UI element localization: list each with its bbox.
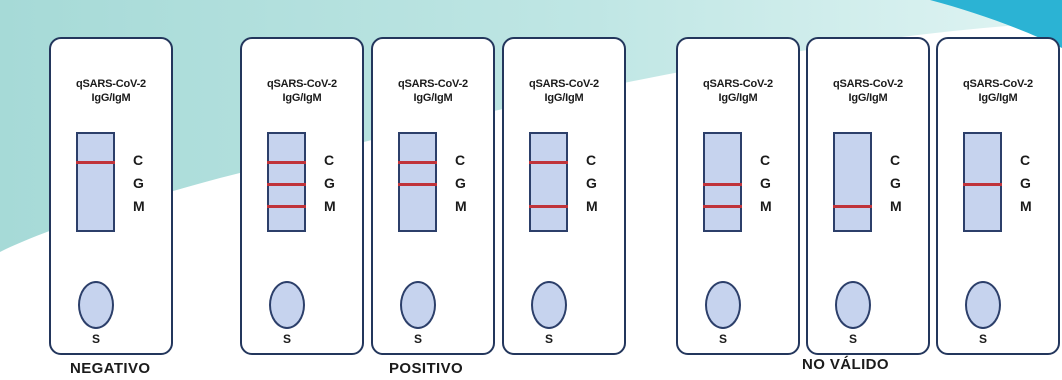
label-g: G [760, 175, 771, 191]
label-c: C [324, 152, 335, 168]
igg-line [963, 183, 1002, 186]
label-c: C [890, 152, 901, 168]
igm-line [529, 205, 568, 208]
label-s: S [848, 332, 857, 346]
result-window [76, 132, 115, 232]
label-m: M [455, 198, 467, 214]
sample-well [78, 281, 114, 329]
igm-line [833, 205, 872, 208]
label-s: S [544, 332, 553, 346]
corner-accent [930, 0, 1062, 48]
label-c: C [1020, 152, 1031, 168]
control-line [529, 161, 568, 164]
label-g: G [324, 175, 335, 191]
label-s: S [978, 332, 987, 346]
sample-well [531, 281, 567, 329]
test-cassette-invalid-igg: qSARS-CoV-2 IgG/IgM C G M S [936, 37, 1060, 355]
control-line [398, 161, 437, 164]
igm-line [703, 205, 742, 208]
label-g: G [455, 175, 466, 191]
label-m: M [586, 198, 598, 214]
test-cassette-invalid-igm: qSARS-CoV-2 IgG/IgM C G M S [806, 37, 930, 355]
label-c: C [586, 152, 597, 168]
cassette-product-name: qSARS-CoV-2 IgG/IgM [76, 78, 146, 104]
sample-well [269, 281, 305, 329]
cassette-product-name: qSARS-CoV-2 IgG/IgM [267, 78, 337, 104]
label-m: M [1020, 198, 1032, 214]
test-cassette-invalid-igg-igm: qSARS-CoV-2 IgG/IgM C G M S [676, 37, 800, 355]
igg-line [703, 183, 742, 186]
result-window [529, 132, 568, 232]
caption-no-valido: NO VÁLIDO [802, 356, 889, 373]
sample-well [965, 281, 1001, 329]
cassette-product-name: qSARS-CoV-2 IgG/IgM [529, 78, 599, 104]
test-cassette-negative: qSARS-CoV-2 IgG/IgM C G M S [49, 37, 173, 355]
label-c: C [760, 152, 771, 168]
cassette-product-name: qSARS-CoV-2 IgG/IgM [703, 78, 773, 104]
label-m: M [324, 198, 336, 214]
label-g: G [586, 175, 597, 191]
label-c: C [133, 152, 144, 168]
caption-negativo: NEGATIVO [70, 360, 151, 377]
label-s: S [718, 332, 727, 346]
result-window [267, 132, 306, 232]
test-cassette-positive-igm: qSARS-CoV-2 IgG/IgM C G M S [502, 37, 626, 355]
label-c: C [455, 152, 466, 168]
label-g: G [133, 175, 144, 191]
result-window [398, 132, 437, 232]
label-m: M [133, 198, 145, 214]
cassette-product-name: qSARS-CoV-2 IgG/IgM [833, 78, 903, 104]
result-window [703, 132, 742, 232]
label-m: M [760, 198, 772, 214]
label-g: G [890, 175, 901, 191]
result-window [833, 132, 872, 232]
test-cassette-positive-igg: qSARS-CoV-2 IgG/IgM C G M S [371, 37, 495, 355]
sample-well [400, 281, 436, 329]
label-s: S [413, 332, 422, 346]
control-line [267, 161, 306, 164]
cassette-product-name: qSARS-CoV-2 IgG/IgM [963, 78, 1033, 104]
label-g: G [1020, 175, 1031, 191]
sample-well [835, 281, 871, 329]
igm-line [267, 205, 306, 208]
label-s: S [282, 332, 291, 346]
sample-well [705, 281, 741, 329]
label-m: M [890, 198, 902, 214]
control-line [76, 161, 115, 164]
label-s: S [91, 332, 100, 346]
caption-positivo: POSITIVO [389, 360, 464, 377]
test-cassette-positive-igg-igm: qSARS-CoV-2 IgG/IgM C G M S [240, 37, 364, 355]
result-window [963, 132, 1002, 232]
cassette-product-name: qSARS-CoV-2 IgG/IgM [398, 78, 468, 104]
igg-line [398, 183, 437, 186]
igg-line [267, 183, 306, 186]
